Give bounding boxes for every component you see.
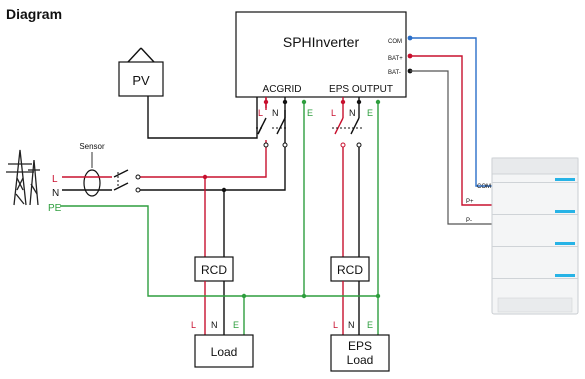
- eps-load-label-2: Load: [347, 353, 374, 367]
- inverter-port-bat-minus: BAT-: [388, 70, 401, 76]
- main-breaker: [113, 169, 141, 193]
- com-wire: [410, 37, 496, 187]
- rcd-label-grid: RCD: [201, 263, 227, 277]
- diagram-title: Diagram: [6, 6, 63, 22]
- eps-l-dot: [340, 99, 346, 105]
- inverter-name: SPHInverter: [283, 34, 360, 50]
- eps-n-dot: [356, 99, 362, 105]
- sensor-ct: [83, 169, 101, 197]
- acgrid-term-e: E: [307, 108, 313, 118]
- eps-load-box: [330, 334, 390, 372]
- acgrid-l-dot: [263, 99, 269, 105]
- junction-dot: [375, 293, 381, 299]
- grid-label-n: N: [52, 188, 59, 199]
- battery-label-com: COM: [477, 184, 491, 190]
- eps-load-label-1: EPS: [348, 339, 372, 353]
- junction-dot: [301, 293, 307, 299]
- inverter-port-bat-plus: BAT+: [388, 56, 403, 62]
- battery-stack: [491, 157, 579, 315]
- pv-symbol-line: [127, 47, 142, 63]
- rcd-box-eps: [330, 256, 370, 282]
- inverter-box: [235, 11, 407, 98]
- acgrid-n-dot: [282, 99, 288, 105]
- pv-wire: [147, 96, 258, 139]
- eps-output-label: EPS OUTPUT: [329, 84, 393, 95]
- grid-l-wire: [140, 97, 267, 178]
- bat-plus-wire: [410, 55, 496, 206]
- pylon-icon: [6, 149, 40, 206]
- pv-symbol-line: [140, 47, 155, 63]
- load-term-n: N: [211, 320, 218, 330]
- inverter-port-com: COM: [388, 39, 402, 45]
- acgrid-breaker-gap: [262, 108, 270, 140]
- load-box: [194, 334, 254, 368]
- pv-label: PV: [132, 73, 150, 88]
- eps-load-term-l: L: [333, 320, 338, 330]
- acgrid-contact: [257, 117, 267, 135]
- junction-dot: [241, 293, 247, 299]
- grid-label-pe: PE: [48, 203, 62, 214]
- bat-minus-wire: [410, 70, 496, 225]
- grid-label-l: L: [52, 174, 58, 185]
- pv-box: [118, 61, 164, 97]
- eps-breaker: [332, 97, 362, 148]
- earth-bus: [60, 205, 378, 297]
- eps-load-term-e: E: [367, 320, 373, 330]
- rcd-box-grid: [194, 256, 234, 282]
- load-label: Load: [211, 345, 238, 359]
- eps-term-l: L: [331, 108, 336, 118]
- sensor-label: Sensor: [79, 142, 105, 151]
- eps-term-n: N: [349, 108, 356, 118]
- battery-label-p-plus: P+: [466, 199, 474, 205]
- rcd-label-eps: RCD: [337, 263, 363, 277]
- acgrid-term-n: N: [272, 108, 279, 118]
- battery-label-p-minus: P-: [466, 218, 472, 224]
- eps-load-term-n: N: [348, 320, 355, 330]
- eps-term-e: E: [367, 108, 373, 118]
- load-term-e: E: [233, 320, 239, 330]
- acgrid-label: ACGRID: [263, 84, 302, 95]
- acgrid-term-l: L: [258, 108, 263, 118]
- load-term-l: L: [191, 320, 196, 330]
